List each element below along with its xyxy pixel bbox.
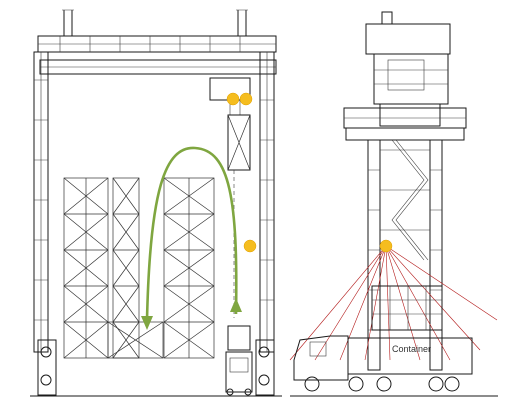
sensor-dot — [226, 92, 240, 106]
wheel — [428, 376, 444, 392]
truck-front — [225, 325, 253, 396]
arrow-head-right — [230, 298, 242, 312]
wheel — [348, 376, 364, 392]
side-left-leg — [367, 139, 381, 371]
stack-column — [163, 177, 215, 359]
stack-column — [107, 321, 164, 359]
wheel — [444, 376, 460, 392]
stack-column — [63, 177, 109, 359]
side-girder — [343, 107, 467, 141]
container-stacks — [63, 177, 215, 359]
sensor-dot — [379, 239, 393, 253]
top-girder — [37, 9, 277, 75]
front-view-crane — [30, 9, 282, 397]
wheel — [376, 376, 392, 392]
wheel — [304, 376, 320, 392]
container-label: Container — [392, 344, 431, 354]
side-right-leg — [429, 139, 443, 371]
arrow-head-left — [141, 316, 153, 330]
sensor-dot — [239, 92, 253, 106]
truck-side: Container — [293, 335, 473, 392]
sensor-rays — [289, 245, 498, 361]
left-leg — [33, 51, 57, 396]
stack-column — [112, 177, 140, 359]
sensor-dot — [243, 239, 257, 253]
right-leg — [255, 51, 275, 396]
path-arrow — [141, 146, 242, 330]
staircase — [391, 139, 429, 261]
side-view-crane: Container — [289, 11, 498, 397]
side-container — [371, 285, 443, 331]
machinery-house — [365, 11, 451, 127]
